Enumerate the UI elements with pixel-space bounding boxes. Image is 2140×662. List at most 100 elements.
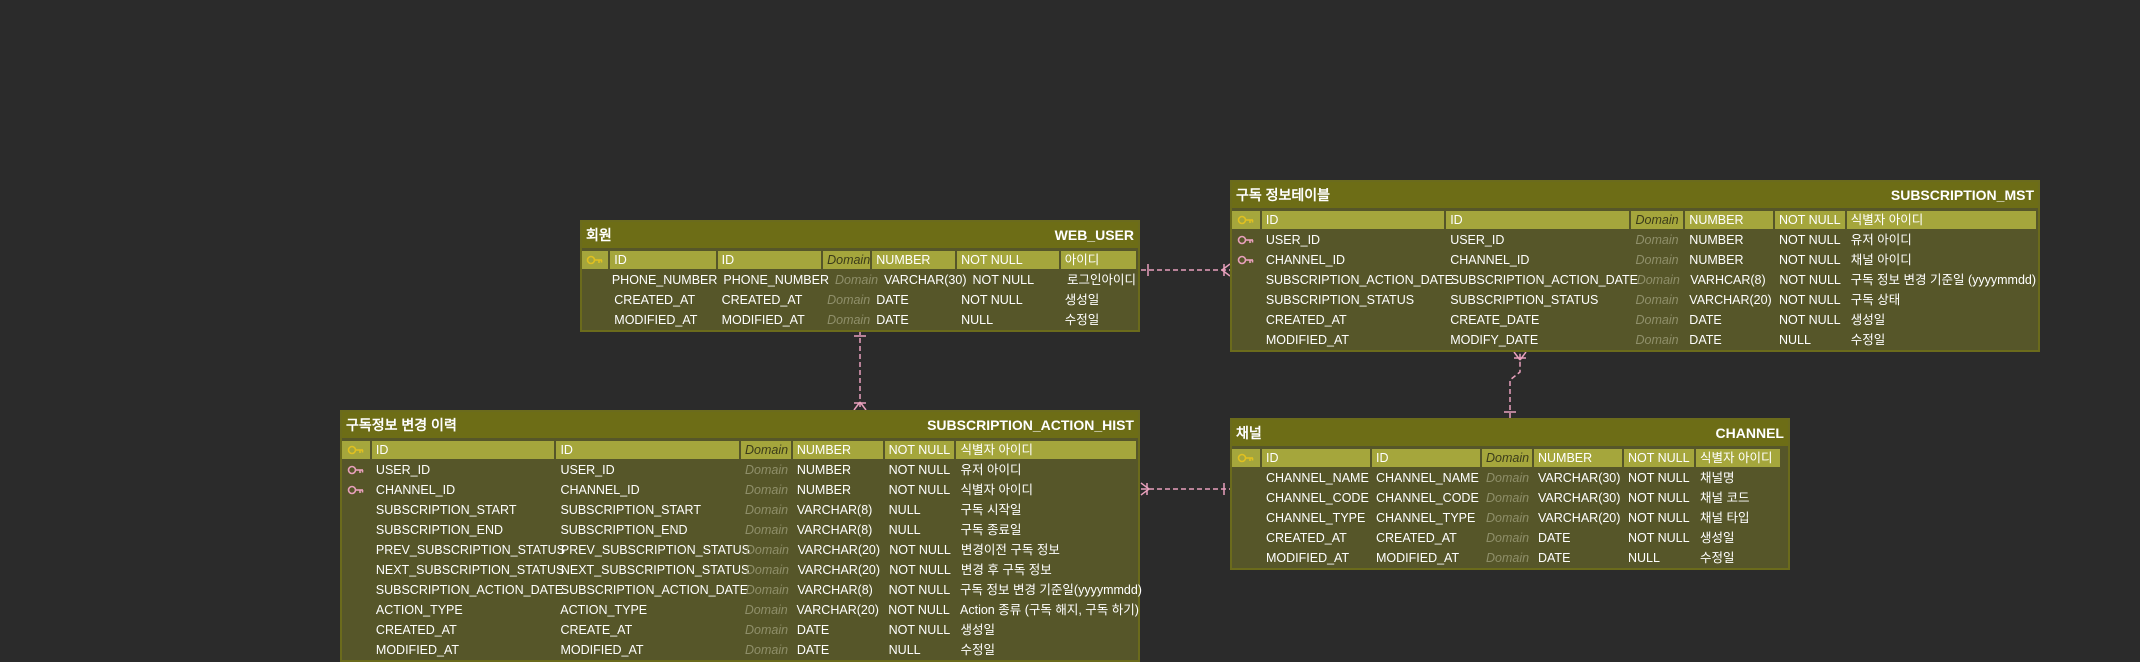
column-physical-name: SUBSCRIPTION_STATUS	[1450, 293, 1599, 307]
column-domain: Domain	[745, 563, 789, 577]
column-datatype: VARCHAR(8)	[797, 583, 873, 597]
column-physical-name: CREATE_AT	[560, 623, 633, 637]
foreign-key-icon	[1232, 251, 1260, 269]
column-icon-cell	[1232, 291, 1260, 309]
column-comment: 식별자 아이디	[960, 483, 1033, 497]
column-icon-cell	[1232, 271, 1260, 289]
column-icon-cell	[582, 311, 608, 329]
column-logical-name: MODIFIED_AT	[375, 643, 460, 657]
column-comment: 변경 후 구독 정보	[960, 563, 1052, 577]
column-comment: 유저 아이디	[1850, 233, 1912, 247]
column-comment: 식별자 아이디	[1696, 449, 1780, 467]
table-header: 구독정보 변경 이력 SUBSCRIPTION_ACTION_HIST	[342, 412, 1138, 438]
primary-key-icon	[1232, 449, 1260, 467]
table-logical-name: 회원	[586, 227, 612, 243]
column-comment: 수정일	[1850, 333, 1886, 347]
column-domain: Domain	[1486, 471, 1530, 485]
column-datatype: DATE	[876, 313, 909, 327]
column-comment: 로그인아이디	[1066, 273, 1136, 287]
column-domain: Domain	[744, 623, 789, 637]
column-physical-name: CHANNEL_ID	[1450, 253, 1530, 267]
column-physical-name: CREATED_AT	[721, 293, 803, 307]
foreign-key-icon	[1232, 231, 1260, 249]
primary-key-icon	[582, 251, 609, 269]
column-icon-cell	[1232, 489, 1260, 507]
column-logical-name: ID	[1261, 211, 1445, 229]
column-nullable: NULL	[961, 313, 994, 327]
column-nullable: NOT NULL	[1778, 313, 1841, 327]
column-logical-name: ID	[371, 441, 555, 459]
column-icon-cell	[1232, 311, 1260, 329]
column-physical-name: CREATE_DATE	[1450, 313, 1540, 327]
column-icon-cell	[342, 601, 370, 619]
column-physical-name: USER_ID	[560, 463, 615, 477]
column-domain: Domain	[744, 643, 789, 657]
column-datatype: NUMBER	[796, 483, 852, 497]
column-domain: Domain	[744, 603, 788, 617]
column-domain: Domain	[827, 313, 871, 327]
column-icon-cell	[342, 621, 370, 639]
column-datatype: DATE	[796, 643, 830, 657]
column-nullable: NOT NULL	[888, 483, 951, 497]
column-comment: 식별자 아이디	[956, 441, 1136, 459]
column-physical-name: MODIFY_DATE	[1450, 333, 1539, 347]
column-domain: Domain	[823, 251, 871, 269]
column-domain: Domain	[827, 293, 871, 307]
column-physical-name: SUBSCRIPTION_ACTION_DATE	[1450, 273, 1639, 287]
column-physical-name: CHANNEL_NAME	[1376, 471, 1479, 485]
column-datatype: DATE	[1538, 551, 1571, 565]
column-icon-cell	[582, 271, 606, 289]
column-icon-cell	[342, 541, 370, 559]
column-logical-name: ID	[610, 251, 716, 269]
column-nullable: NULL	[1778, 333, 1811, 347]
column-icon-cell	[342, 501, 370, 519]
column-physical-name: PHONE_NUMBER	[723, 273, 829, 287]
column-nullable: NOT NULL	[888, 463, 951, 477]
column-datatype: NUMBER	[872, 251, 956, 269]
column-datatype: NUMBER	[1685, 211, 1773, 229]
column-comment: 구독 정보 변경 기준일 (yyyymmdd)	[1850, 273, 2037, 287]
column-nullable: NOT NULL	[884, 441, 955, 459]
column-logical-name: MODIFIED_AT	[1266, 551, 1350, 565]
column-domain: Domain	[745, 543, 789, 557]
column-domain: Domain	[745, 583, 789, 597]
column-datatype: VARCHAR(20)	[797, 543, 881, 557]
column-datatype: VARCHAR(20)	[1538, 511, 1621, 525]
primary-key-icon	[342, 441, 370, 459]
column-logical-name: CHANNEL_TYPE	[1266, 511, 1366, 525]
table-header: 채널 CHANNEL	[1232, 420, 1788, 446]
